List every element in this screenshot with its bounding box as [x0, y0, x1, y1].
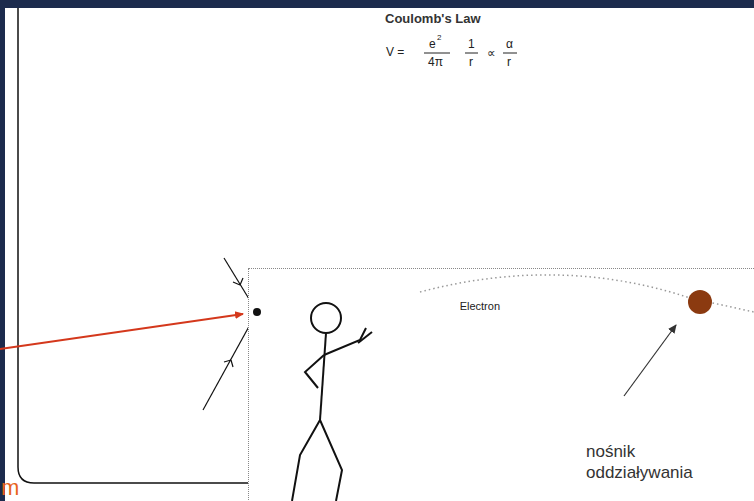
vertex-dot	[253, 308, 261, 316]
stick-figure	[292, 303, 372, 501]
formula-term: 1	[468, 38, 475, 51]
formula-term: e	[429, 38, 436, 51]
formula-term: α	[506, 38, 513, 51]
formula-term: r	[507, 56, 511, 69]
title-band	[0, 0, 754, 8]
carrier-label: nośnik oddziaływania	[586, 441, 746, 484]
formula-term: V =	[386, 46, 404, 59]
pointer-arrow	[0, 314, 243, 349]
cut-text: m	[1, 476, 19, 500]
leader-line	[624, 325, 676, 396]
formula-term: r	[469, 56, 473, 69]
side-band	[0, 0, 5, 501]
illustration-panel: nośnik oddziaływania	[248, 268, 754, 501]
electron-arrow	[233, 278, 243, 285]
fraction-bar	[465, 53, 478, 54]
formula-term: 4π	[428, 56, 443, 69]
ball	[688, 290, 712, 314]
fraction-bar	[503, 53, 517, 54]
formula-exponent: 2	[437, 34, 441, 43]
particle-label: Electron	[460, 300, 500, 312]
title-text: Coulomb's Law	[385, 12, 481, 26]
panel-ground	[248, 268, 754, 501]
formula-term: ∝	[487, 47, 496, 60]
electron-arrow	[224, 360, 233, 367]
fraction-bar	[424, 53, 450, 54]
